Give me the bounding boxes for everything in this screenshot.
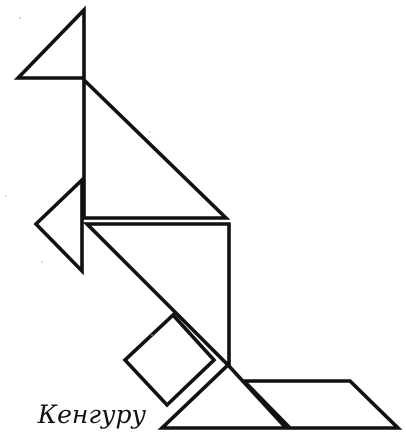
medium-triangle xyxy=(162,365,286,428)
speck xyxy=(149,131,151,133)
head-triangle xyxy=(36,180,82,271)
large-triangle-body xyxy=(87,224,229,366)
figure-caption: Кенгуру xyxy=(37,400,147,429)
ear-triangle-upper xyxy=(18,10,84,78)
speck xyxy=(5,195,7,197)
speck xyxy=(19,17,21,19)
speck xyxy=(41,261,43,263)
parallelogram-tail xyxy=(244,381,398,428)
large-triangle-back xyxy=(84,80,226,218)
speck xyxy=(151,334,153,336)
